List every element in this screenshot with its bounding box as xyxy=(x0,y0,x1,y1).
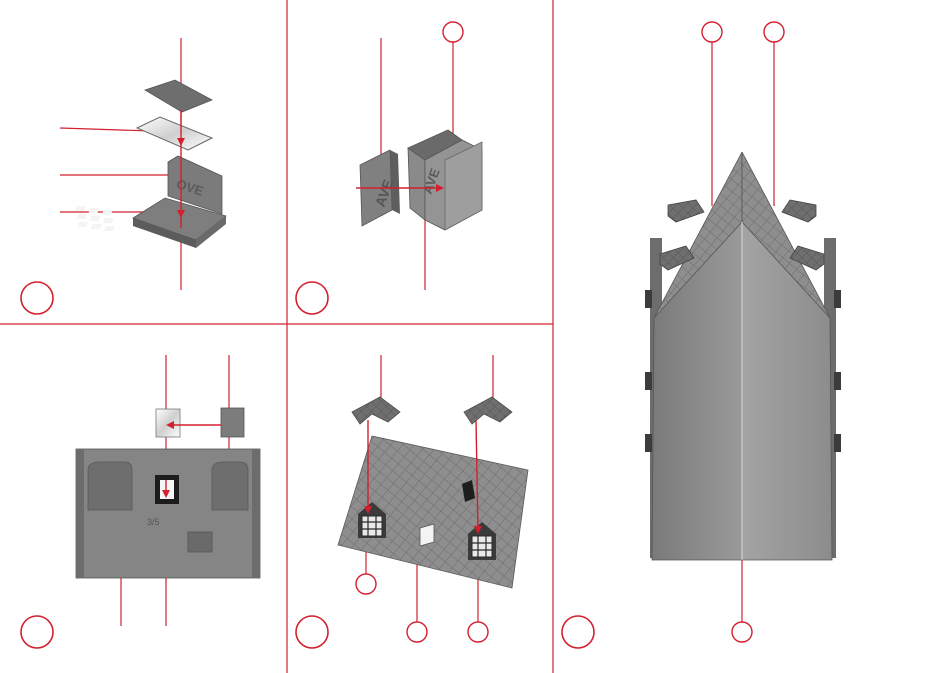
front-wall-left xyxy=(652,222,742,560)
roof-plate-rim-left xyxy=(76,449,84,578)
small-glass-pane xyxy=(156,409,180,437)
step-circle-a xyxy=(21,282,53,314)
panel-d-roof-dormers xyxy=(296,355,528,648)
dormer-roof-loose-right xyxy=(464,397,512,424)
panel-b-wall-halves: AVE AVE xyxy=(296,22,482,314)
dormer-recess-left xyxy=(88,462,132,510)
step-circle-d xyxy=(296,616,328,648)
step-circle-e xyxy=(562,616,594,648)
panel-c-roof-underside: 3/5 xyxy=(21,355,260,648)
chimney-socket xyxy=(188,532,212,552)
step-circle-b xyxy=(296,282,328,314)
callout-circle-e-1 xyxy=(702,22,722,42)
glass-plate xyxy=(137,117,212,150)
panel-e-assembled-house xyxy=(645,22,841,642)
front-wall-right xyxy=(742,222,832,560)
step-circle-c xyxy=(21,616,53,648)
roof-dormer-top-left xyxy=(668,200,704,222)
dormer-mark: 3/5 xyxy=(147,517,160,527)
callout-circle-e-3 xyxy=(732,622,752,642)
chimney-cap-plate xyxy=(145,80,212,112)
callout-circle-d-2 xyxy=(407,622,427,642)
window-slot-glass xyxy=(160,480,174,499)
callout-circle-b xyxy=(443,22,463,42)
chimney-vent-holes xyxy=(75,206,115,231)
roof-dormer-top-right xyxy=(782,200,816,222)
roof-plate-rim-right xyxy=(252,449,260,578)
callout-circle-e-2 xyxy=(764,22,784,42)
dormer-recess-right xyxy=(212,462,248,510)
small-grey-pane xyxy=(221,408,244,437)
callout-circle-d-1 xyxy=(356,574,376,594)
callout-circle-d-3 xyxy=(468,622,488,642)
roof-window xyxy=(420,524,434,546)
dormer-roof-loose-left xyxy=(352,397,400,424)
panel-a-chimney: OVE xyxy=(21,38,226,314)
